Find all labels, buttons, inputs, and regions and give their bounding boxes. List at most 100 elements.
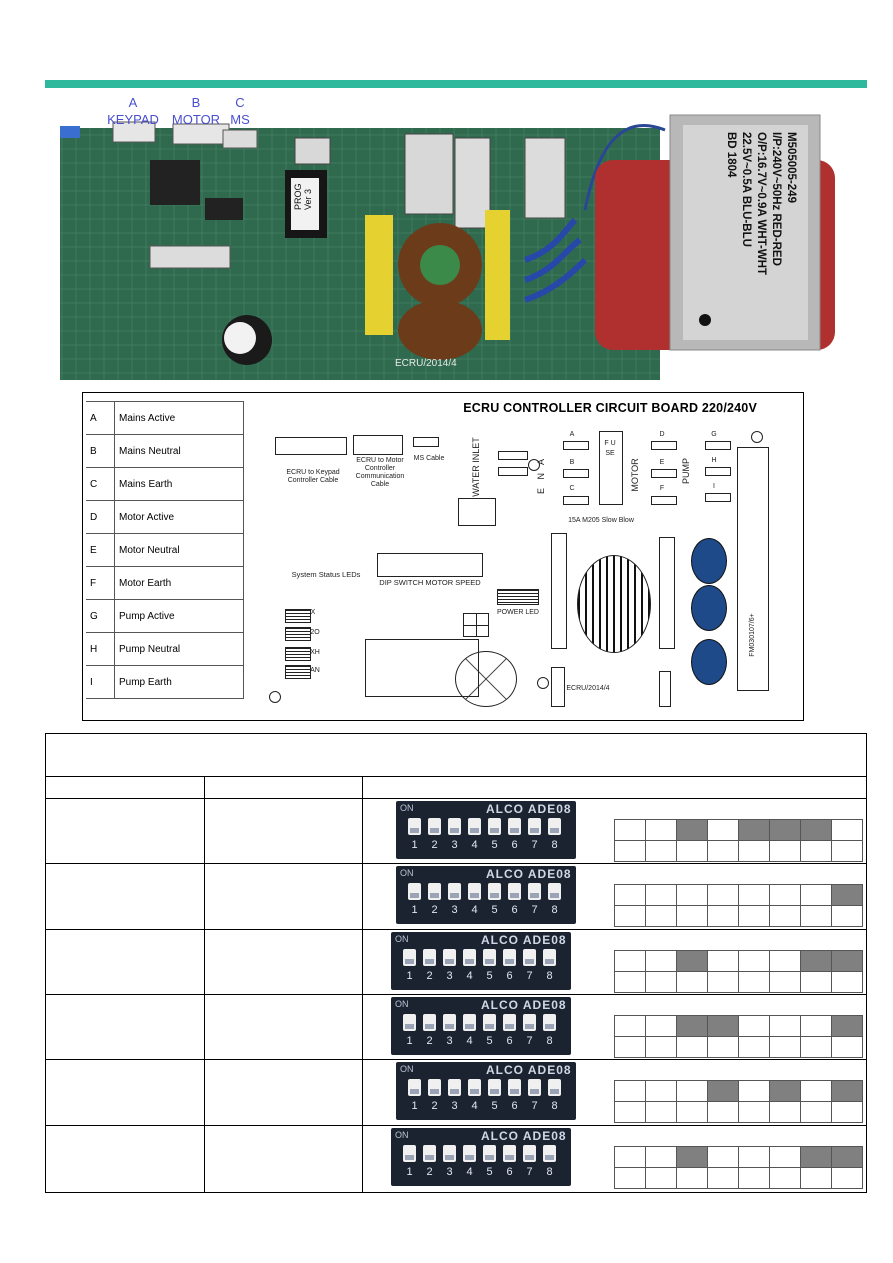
grid-cell xyxy=(769,840,801,862)
dip-toggle xyxy=(528,883,541,900)
dip-toggle xyxy=(403,949,416,966)
grid-cell xyxy=(676,884,708,906)
capacitor-drawing xyxy=(691,639,727,685)
dip-brand-label: ALCO ADE08 xyxy=(486,867,572,881)
grid-cell xyxy=(769,1080,801,1102)
dip-setting-grid xyxy=(614,884,863,927)
dip-toggle xyxy=(523,1145,536,1162)
grid-cell xyxy=(800,1146,832,1168)
grid-cell xyxy=(645,1080,677,1102)
dip-toggle xyxy=(508,818,521,835)
dip-number: 6 xyxy=(506,1035,513,1047)
dip-toggle xyxy=(488,818,501,835)
dip-toggle xyxy=(468,818,481,835)
term-h-label: H xyxy=(711,457,717,464)
table-divider xyxy=(46,1125,866,1126)
grid-cell xyxy=(614,1146,646,1168)
grid-cell xyxy=(645,905,677,927)
keypad-cable-label: ECRU to Keypad Controller Cable xyxy=(286,469,340,484)
dip-toggle xyxy=(403,1145,416,1162)
dip-toggle xyxy=(408,1079,421,1096)
board-id-label: ECRU/2014/4 xyxy=(566,685,610,692)
dip-toggle xyxy=(488,883,501,900)
grid-cell xyxy=(800,884,832,906)
table-divider xyxy=(46,1059,866,1060)
inlet-terminal xyxy=(498,451,528,460)
terminal-i xyxy=(705,493,731,502)
dip-number: 3 xyxy=(446,1035,453,1047)
led-x-label: X xyxy=(310,609,316,616)
grid-cell xyxy=(676,905,708,927)
grid-cell xyxy=(676,1146,708,1168)
grid-cell xyxy=(831,819,863,841)
dip-number: 1 xyxy=(406,1035,413,1047)
ms-cable-label: MS Cable xyxy=(413,455,445,462)
grid-cell xyxy=(800,950,832,972)
dip-setting-grid xyxy=(614,1080,863,1123)
ms-connector xyxy=(413,437,439,447)
grid-cell xyxy=(707,905,739,927)
heatsink-strip xyxy=(737,447,769,691)
grid-cell xyxy=(676,1080,708,1102)
grid-row xyxy=(614,819,863,841)
dip-toggle xyxy=(483,1014,496,1031)
inlet-terminal xyxy=(498,467,528,476)
term-i-label: I xyxy=(713,483,715,490)
dip-toggle xyxy=(483,1145,496,1162)
board-id-text: ECRU/2014/4 xyxy=(395,358,457,369)
grid-row xyxy=(614,950,863,972)
grid-cell xyxy=(831,1080,863,1102)
dip-number: 5 xyxy=(491,904,498,916)
dip-on-label: ON xyxy=(400,1064,414,1074)
grid-cell xyxy=(707,1167,739,1189)
dip-setting-grid xyxy=(614,1146,863,1189)
mount-hole xyxy=(528,459,540,471)
dip-brand-label: ALCO ADE08 xyxy=(481,998,567,1012)
grid-cell xyxy=(707,840,739,862)
led-block xyxy=(285,665,311,679)
motor-label: MOTOR xyxy=(630,458,640,492)
dip-number: 4 xyxy=(471,839,478,851)
dip-toggle xyxy=(508,1079,521,1096)
dip-number: 1 xyxy=(411,904,418,916)
dip-number: 1 xyxy=(406,970,413,982)
dip-toggle xyxy=(408,883,421,900)
diagram-title: ECRU CONTROLLER CIRCUIT BOARD 220/240V xyxy=(463,401,757,415)
grid-cell xyxy=(738,884,770,906)
grid-cell xyxy=(738,905,770,927)
dip-toggle xyxy=(428,818,441,835)
grid-cell xyxy=(769,1015,801,1037)
dip-toggle xyxy=(463,1145,476,1162)
dip-toggle xyxy=(423,949,436,966)
dip-number: 5 xyxy=(491,1100,498,1112)
grid-cell xyxy=(738,1101,770,1123)
grid-cell xyxy=(614,1080,646,1102)
dip-number: 6 xyxy=(506,970,513,982)
grid-cell xyxy=(831,1015,863,1037)
capacitor-drawing xyxy=(691,538,727,584)
grid-cell xyxy=(645,840,677,862)
led-2o-label: 2O xyxy=(310,629,320,636)
dip-number: 2 xyxy=(426,970,433,982)
grid-cell xyxy=(800,1015,832,1037)
part-number-label: FM030107/6+ xyxy=(749,613,756,657)
grid-row xyxy=(614,1101,863,1123)
dip-setting-grid xyxy=(614,950,863,993)
led-an-label: AN xyxy=(310,667,320,674)
led-block xyxy=(285,627,311,641)
dip-number: 8 xyxy=(551,1100,558,1112)
dip-setting-grid xyxy=(614,1015,863,1058)
grid-cell xyxy=(831,1101,863,1123)
grid-cell xyxy=(831,1036,863,1058)
dip-toggle xyxy=(443,1014,456,1031)
grid-cell xyxy=(831,840,863,862)
dip-number: 8 xyxy=(546,970,553,982)
dip-number: 2 xyxy=(426,1166,433,1178)
grid-cell xyxy=(645,1167,677,1189)
dip-number: 7 xyxy=(531,1100,538,1112)
grid-row xyxy=(614,1167,863,1189)
